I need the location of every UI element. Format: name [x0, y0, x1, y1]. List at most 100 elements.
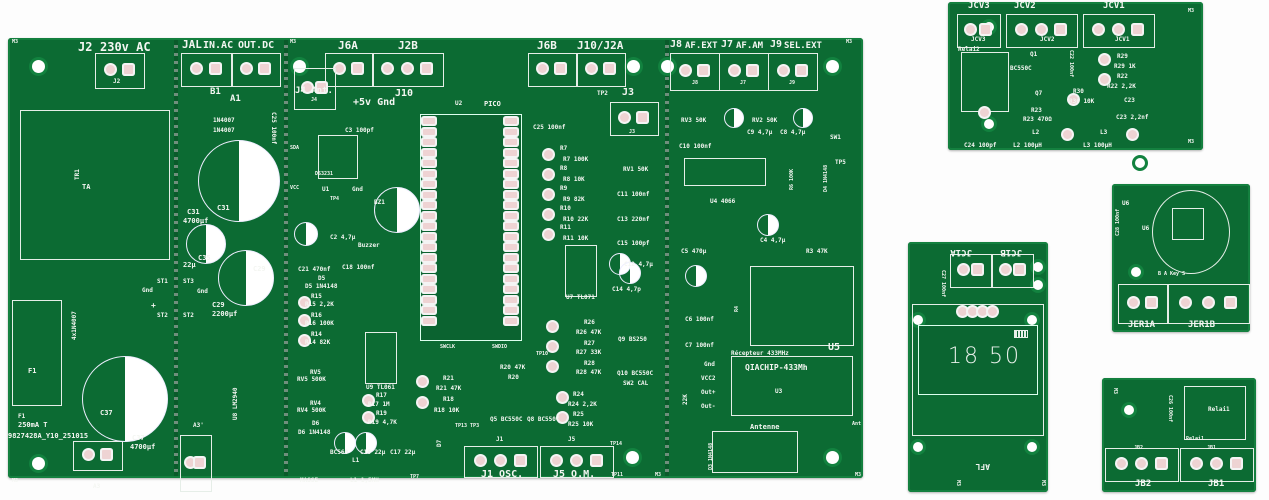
- resistor-pad: [1069, 95, 1078, 104]
- resistor-pad: [1128, 130, 1137, 139]
- resistor-pad: [544, 170, 553, 179]
- pico-pin: [505, 275, 517, 282]
- ic-footprint: [565, 245, 597, 297]
- small-capacitor: [619, 262, 641, 284]
- resistor-pad: [548, 322, 557, 331]
- antenna-coil: [712, 431, 798, 473]
- silkscreen-rx: Récepteur 433MHz: [731, 350, 789, 357]
- silkscreen-r3: R3 47K: [806, 248, 828, 255]
- pico-pin: [505, 128, 517, 135]
- silkscreen-tp2: TP2: [597, 90, 608, 97]
- silkscreen-r30: R30: [1073, 88, 1084, 95]
- silkscreen-jal: JAL: [182, 38, 202, 51]
- mounting-hole: [913, 442, 923, 452]
- silkscreen-r29: R29: [1117, 53, 1128, 60]
- electrolytic-capacitor: [198, 140, 280, 222]
- terminal-block: [231, 53, 281, 87]
- terminal-pad: [383, 64, 393, 73]
- terminal-pad: [241, 64, 251, 73]
- silkscreen-j2-ref: J2: [113, 78, 121, 85]
- terminal-block: [464, 446, 538, 478]
- terminal-block: [1180, 448, 1254, 482]
- silkscreen-r25: R25: [573, 411, 584, 418]
- silkscreen-r23: R23: [1031, 107, 1042, 114]
- silkscreen-tp11: TP11: [611, 472, 624, 478]
- silkscreen-jc1b: JC1B: [1000, 247, 1022, 257]
- ic-footprint: [684, 158, 766, 186]
- silkscreen-c4: C4 4,7µ: [760, 237, 786, 244]
- pico-pin: [505, 223, 517, 229]
- receiver-module-u3: [731, 356, 853, 416]
- silkscreen-u2: U2: [455, 100, 463, 107]
- silkscreen-sda: SDA: [290, 145, 300, 151]
- mounting-hole: [1027, 315, 1037, 325]
- pico-pin: [423, 170, 435, 177]
- silkscreen-gnd1: Gnd: [142, 287, 153, 294]
- silkscreen-tp5: TP5: [835, 159, 846, 166]
- terminal-block: [1168, 284, 1250, 324]
- mounting-hole: [825, 59, 839, 73]
- terminal-pad: [515, 456, 525, 465]
- pico-pin: [423, 275, 435, 282]
- resistor-pad: [558, 393, 567, 402]
- silkscreen-c37-cap: 4700µf: [130, 443, 156, 451]
- silkscreen-a1: A1: [230, 94, 241, 104]
- silkscreen-b1: B1: [210, 87, 221, 97]
- pico-pin: [423, 317, 435, 324]
- silkscreen-m3: M3: [290, 39, 297, 45]
- silkscreen-d7: D7: [436, 439, 443, 447]
- pico-pin: [505, 307, 517, 313]
- small-capacitor: [685, 265, 707, 287]
- resistor-pad: [1100, 55, 1109, 64]
- silkscreen-u9: U9 TL061: [366, 384, 395, 391]
- silkscreen-a3: A3: [93, 483, 101, 490]
- silkscreen-jc1a: JC1A: [950, 247, 972, 257]
- silkscreen-q8: Q8 BC550C: [527, 416, 560, 423]
- terminal-block: [992, 254, 1034, 288]
- silkscreen-r24v: R24 2,2K: [568, 401, 597, 408]
- silkscreen-q1: Q1: [1030, 51, 1038, 58]
- resistor-pad: [558, 413, 567, 422]
- silkscreen-gnd: Gnd: [352, 186, 363, 193]
- battery-icon: [1014, 330, 1028, 338]
- silkscreen-j2b: J2B: [398, 39, 418, 52]
- silkscreen-c11: C11 100nf: [617, 191, 650, 198]
- silkscreen-plus1: +: [151, 301, 156, 310]
- terminal-pad: [555, 64, 565, 73]
- mounting-hole: [1033, 262, 1043, 272]
- display-time: 18 50: [948, 344, 1021, 369]
- silkscreen-af-am: AF.AM: [736, 41, 764, 51]
- pico-pin: [423, 233, 435, 240]
- silkscreen-r21: R21: [443, 375, 454, 382]
- panel-divider: [284, 40, 288, 476]
- silkscreen-c3: C3 100pf: [345, 127, 374, 134]
- silkscreen-p-outm: Out-: [701, 403, 716, 410]
- silkscreen-r17v: R17 1M: [368, 401, 390, 408]
- silkscreen-r26v: R26 47K: [576, 329, 602, 336]
- silkscreen-f1: F1: [28, 367, 37, 375]
- pico-pin: [423, 191, 435, 198]
- silkscreen-q5: Q5 BC550C: [490, 416, 523, 423]
- terminal-pad: [195, 457, 204, 467]
- silkscreen-rv1: RV1 50K: [623, 166, 649, 173]
- terminal-pad: [1116, 459, 1126, 468]
- terminal-block: [1105, 448, 1179, 482]
- resistor-pad: [418, 398, 427, 407]
- terminal-pad: [958, 265, 968, 274]
- panel-divider: [174, 40, 178, 476]
- display-pin: [958, 307, 967, 316]
- resistor-pad: [980, 108, 989, 117]
- terminal-pad: [698, 66, 708, 75]
- pico-pin: [505, 181, 517, 187]
- silkscreen-j10-j2a: J10/J2A: [577, 39, 624, 52]
- silkscreen-f1-value: F1: [18, 413, 26, 420]
- pico-pin: [423, 254, 435, 261]
- silkscreen-u7: U7 TL071: [566, 294, 595, 301]
- silkscreen-r5: 22K: [682, 394, 689, 405]
- silkscreen-r11v: R11 10K: [563, 235, 589, 242]
- mounting-hole: [1027, 442, 1037, 452]
- terminal-pad: [972, 265, 982, 274]
- silkscreen-f1-rating: 250mA T: [18, 421, 48, 429]
- silkscreen-jcv3-ref: JCV3: [971, 36, 986, 43]
- silkscreen-r8v: R8 10K: [563, 176, 585, 183]
